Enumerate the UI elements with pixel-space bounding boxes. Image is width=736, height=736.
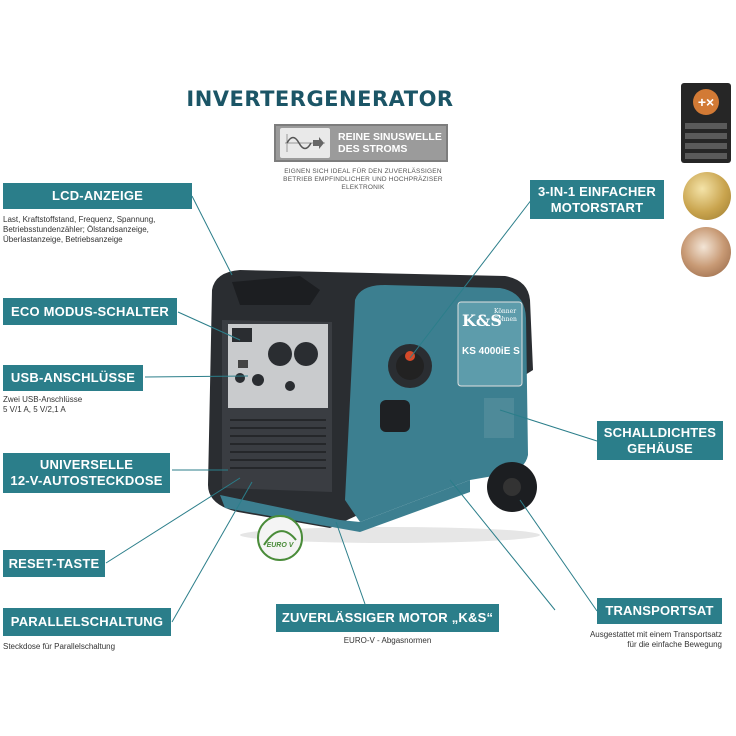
model-label: KS 4000iE S xyxy=(462,346,520,357)
award-badge-bronze-seal xyxy=(681,227,731,277)
brand-logo: K&S xyxy=(462,311,502,330)
desc-lcd-display: Last, Kraftstoffstand, Frequenz, Spannun… xyxy=(3,215,156,244)
label-usb-ports: USB-ANSCHLÜSSE xyxy=(3,365,143,391)
brand-name: Könner Söhnen xyxy=(494,308,517,323)
award-badge-plus-x: +× xyxy=(681,83,731,163)
label-reset-button: RESET-TASTE xyxy=(3,550,105,577)
plus-x-icon: +× xyxy=(693,89,719,115)
label-car-socket: UNIVERSELLE 12-V-AUTOSTECKDOSE xyxy=(3,453,170,493)
label-reliable-motor: ZUVERLÄSSIGER MOTOR „K&S“ xyxy=(276,604,499,632)
label-lcd-display: LCD-ANZEIGE xyxy=(3,183,192,209)
page-title: INVERTERGENERATOR xyxy=(186,87,454,111)
sine-wave-subtitle: EIGNEN SICH IDEAL FÜR DEN ZUVERLÄSSIGEN … xyxy=(283,168,443,191)
euro-badge-label: EURO V xyxy=(266,542,294,549)
label-eco-switch: ECO MODUS-SCHALTER xyxy=(3,298,177,325)
label-motor-start: 3-IN-1 EINFACHER MOTORSTART xyxy=(530,180,664,219)
sine-wave-icon xyxy=(280,128,330,158)
award-badge-gold-medal xyxy=(683,172,731,220)
label-transport-kit: TRANSPORTSAT xyxy=(597,598,722,624)
desc-usb-ports: Zwei USB-Anschlüsse 5 V/1 A, 5 V/2,1 A xyxy=(3,395,83,414)
desc-transport-kit: Ausgestattet mit einem Transportsatz für… xyxy=(589,630,722,649)
label-parallel: PARALLELSCHALTUNG xyxy=(3,608,171,636)
sine-wave-banner: REINE SINUSWELLE DES STROMS xyxy=(274,124,448,162)
desc-reliable-motor: EURO-V - Abgasnormen xyxy=(343,636,432,645)
label-soundproof-housing: SCHALLDICHTES GEHÄUSE xyxy=(597,421,723,460)
desc-parallel: Steckdose für Parallelschaltung xyxy=(3,642,116,651)
sine-wave-label: REINE SINUSWELLE DES STROMS xyxy=(338,131,442,155)
